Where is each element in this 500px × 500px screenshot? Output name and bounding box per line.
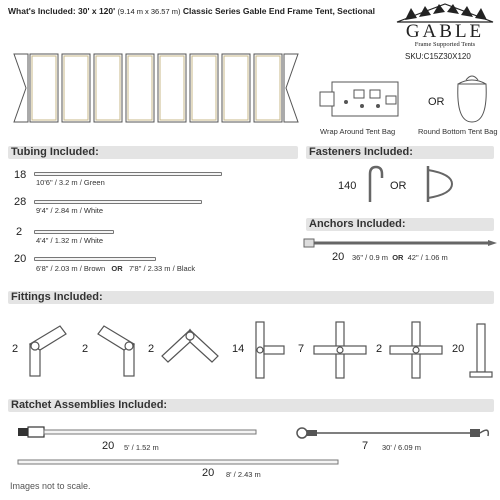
cross-fitting-icon	[389, 321, 443, 379]
title-main: What's Included: 30' x 120'	[8, 6, 116, 16]
title-metric: (9.14 m x 36.57 m)	[117, 7, 181, 16]
round-bottom-bag-label: Round Bottom Tent Bag	[418, 127, 498, 136]
ratchet-size-label: 8' / 2.43 m	[226, 470, 261, 479]
tubing-qty: 18	[14, 169, 27, 181]
fitting-qty: 7	[298, 343, 305, 355]
tubing-qty: 2	[16, 226, 23, 238]
tubing-size-label: 4'4" / 1.32 m / White	[36, 236, 104, 245]
tube-white-short	[34, 230, 114, 234]
foot-plate-icon	[469, 323, 493, 378]
fitting-qty: 2	[148, 343, 155, 355]
ratchet-size-label: 5' / 1.52 m	[124, 443, 159, 452]
tube-green	[34, 172, 222, 176]
ratchets-heading: Ratchet Assemblies Included:	[8, 399, 494, 412]
fitting-qty: 20	[452, 343, 465, 355]
round-bottom-tent-bag-icon	[457, 75, 487, 123]
fitting-qty: 2	[376, 343, 383, 355]
bags-or-label: OR	[428, 96, 445, 108]
tubing-size-label: 6'8" / 2.03 m / Brown OR 7'8" / 2.33 m /…	[36, 264, 196, 273]
logo-subtitle: Frame Supported Tents	[414, 41, 476, 48]
fitting-qty: 2	[82, 343, 89, 355]
sku-label: SKU:C15Z30X120	[405, 52, 471, 61]
ratchet-size-label: 30' / 6.09 m	[382, 443, 421, 452]
ratchet-strap-short-icon	[18, 426, 257, 438]
anchors-size-label: 36" / 0.9 m OR 42" / 1.06 m	[352, 253, 448, 262]
fasteners-qty: 140	[338, 180, 357, 192]
anchors-qty: 20	[332, 251, 345, 263]
tent-top-view-icon	[13, 53, 299, 123]
d-pin-fastener-icon	[426, 166, 454, 202]
tubing-size-label: 10'6" / 3.2 m / Green	[36, 178, 105, 187]
eave-fitting-left-icon	[28, 325, 67, 377]
gable-logo-icon	[396, 3, 494, 23]
fittings-heading: Fittings Included:	[8, 291, 494, 304]
ratchet-cable-long-icon	[296, 427, 490, 439]
fasteners-heading: Fasteners Included:	[306, 146, 494, 159]
eave-fitting-right-icon	[97, 325, 136, 377]
anchors-heading: Anchors Included:	[306, 218, 494, 231]
ratchet-qty: 7	[362, 440, 369, 452]
ratchet-qty: 20	[202, 467, 215, 479]
fitting-qty: 14	[232, 343, 245, 355]
peak-fitting-icon	[161, 328, 219, 363]
tubing-size-label: 9'4" / 2.84 m / White	[36, 206, 104, 215]
wrap-around-bag-label: Wrap Around Tent Bag	[320, 127, 396, 136]
tube-white	[34, 200, 202, 204]
stake-anchor-icon	[303, 238, 497, 248]
footer-note: Images not to scale.	[10, 481, 91, 491]
tube-brown-or-black	[34, 257, 156, 261]
j-hook-fastener-icon	[368, 165, 384, 202]
logo-word: GABLE	[405, 21, 485, 42]
tubing-qty: 28	[14, 196, 27, 208]
fitting-qty: 2	[12, 343, 19, 355]
page-title: What's Included: 30' x 120' (9.14 m x 36…	[8, 6, 375, 16]
cross-fitting-icon	[313, 321, 367, 379]
title-rest: Classic Series Gable End Frame Tent, Sec…	[182, 6, 375, 16]
side-t-fitting-icon	[255, 321, 285, 379]
tubing-qty: 20	[14, 253, 27, 265]
wrap-around-tent-bag-icon	[319, 81, 399, 117]
tubing-heading: Tubing Included:	[8, 146, 298, 159]
ratchet-strap-long-icon	[17, 459, 339, 465]
ratchet-qty: 20	[102, 440, 115, 452]
fasteners-or-label: OR	[390, 180, 407, 192]
